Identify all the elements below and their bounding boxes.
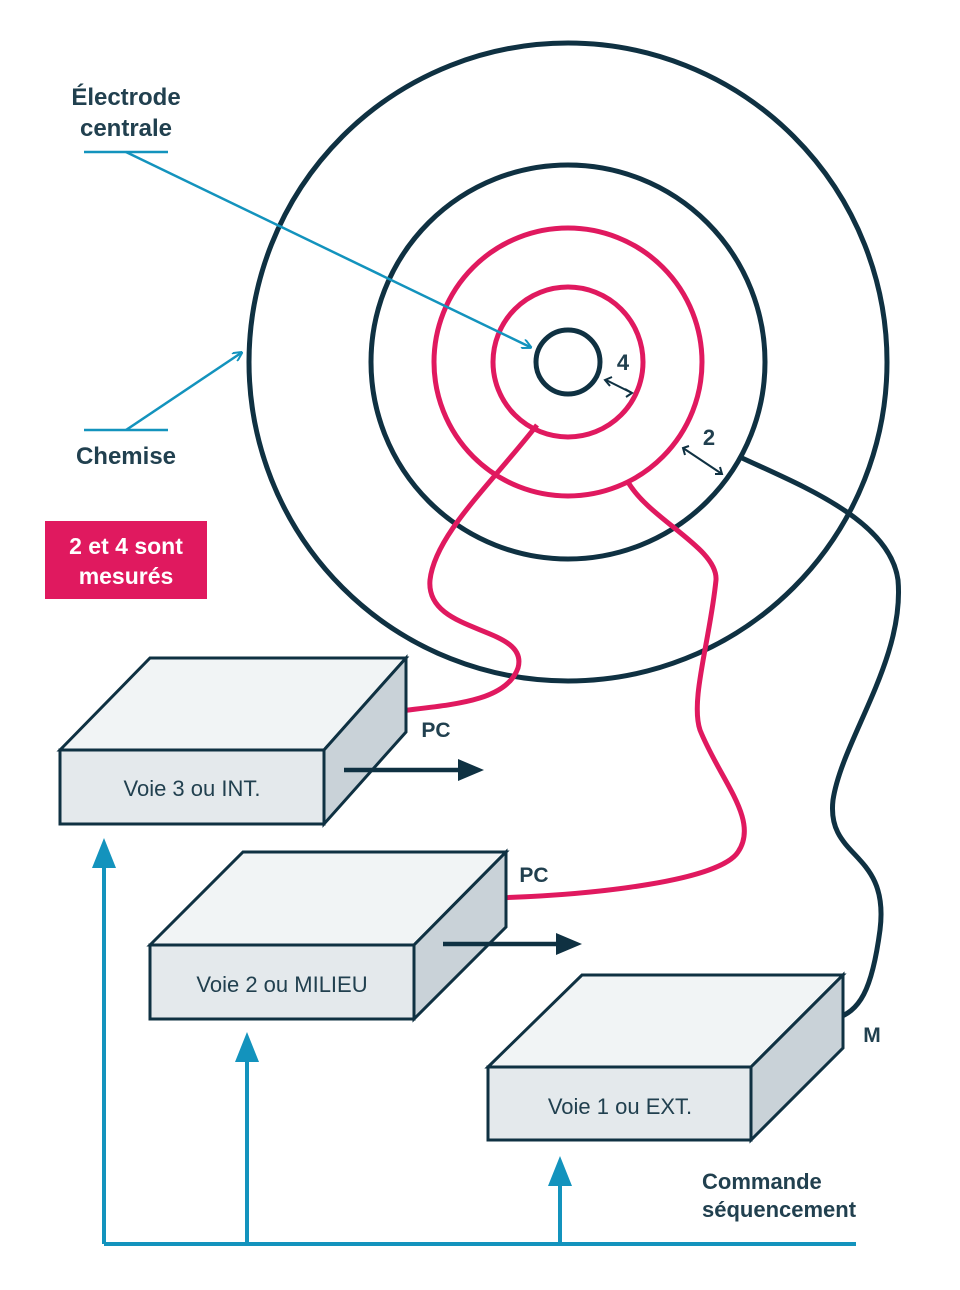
output-arrow-voie3 bbox=[344, 759, 484, 781]
m-label: M bbox=[863, 1024, 881, 1047]
gap-4-label: 4 bbox=[617, 350, 630, 375]
gap-2-arrow bbox=[681, 445, 724, 475]
badge-line1: 2 et 4 sont bbox=[69, 533, 183, 559]
commande-label-line2: séquencement bbox=[702, 1197, 857, 1222]
command-arrowhead-voie3 bbox=[92, 838, 116, 868]
chemise-label: Chemise bbox=[76, 443, 176, 470]
sequencing-command-lines bbox=[102, 862, 856, 1246]
box-voie3 bbox=[56, 654, 410, 828]
outer-circle bbox=[246, 40, 890, 684]
pink-inner-circle bbox=[490, 284, 646, 440]
electrode-label-line2: centrale bbox=[80, 115, 172, 142]
measured-badge bbox=[45, 521, 207, 599]
chemise-leader-line bbox=[125, 353, 241, 432]
pc-label-voie3: PC bbox=[421, 719, 450, 742]
badge-line2: mesurés bbox=[79, 563, 174, 589]
central-electrode-circle bbox=[533, 327, 603, 397]
box-voie3-label: Voie 3 ou INT. bbox=[124, 776, 261, 801]
electrode-label-line1: Électrode bbox=[71, 83, 180, 111]
box-voie2-label: Voie 2 ou MILIEU bbox=[196, 972, 367, 997]
gap-4-arrow bbox=[603, 376, 634, 398]
pc-label-voie2: PC bbox=[519, 864, 548, 887]
pink-cable-voie3 bbox=[384, 423, 539, 716]
electrode-leader-line bbox=[125, 150, 530, 347]
output-arrow-voie2 bbox=[443, 933, 582, 955]
navy-cable-voie1 bbox=[740, 455, 902, 1022]
commande-label-line1: Commande bbox=[702, 1169, 822, 1194]
command-arrowhead-voie2 bbox=[235, 1032, 259, 1062]
box-voie1 bbox=[484, 971, 847, 1144]
box-voie2 bbox=[146, 848, 510, 1023]
pink-cable-voie2 bbox=[491, 480, 747, 901]
gap-2-label: 2 bbox=[703, 425, 715, 450]
box-voie1-label: Voie 1 ou EXT. bbox=[548, 1094, 692, 1119]
pink-outer-circle bbox=[431, 225, 705, 499]
middle-circle bbox=[368, 162, 768, 562]
command-arrowhead-voie1 bbox=[548, 1156, 572, 1186]
